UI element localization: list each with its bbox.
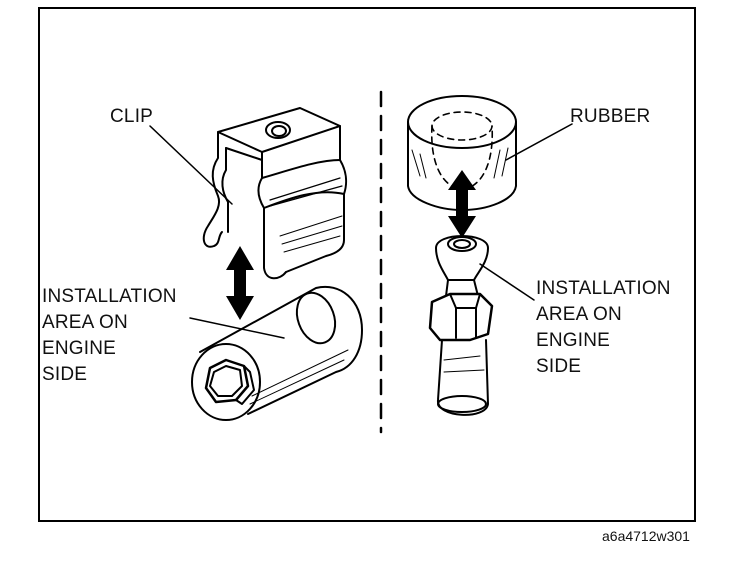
double-arrow-left: [226, 246, 254, 320]
install-left-label: INSTALLATION AREA ON ENGINE SIDE: [42, 286, 177, 385]
ball-stud-part: [428, 235, 494, 416]
cylinder-part: [191, 285, 363, 421]
clip-leader-line: [149, 125, 233, 205]
install-right-leader-line: [479, 263, 535, 301]
double-arrow-right: [448, 170, 476, 238]
rubber-leader-line: [505, 123, 573, 161]
figure-frame: [38, 7, 696, 522]
install-left-leader-line: [189, 317, 285, 339]
clip-label: CLIP: [110, 106, 154, 127]
figure-reference-code: a6a4712w301: [602, 528, 690, 544]
rubber-label: RUBBER: [570, 106, 651, 127]
install-right-label: INSTALLATION AREA ON ENGINE SIDE: [536, 278, 671, 377]
clip-part: [202, 107, 348, 280]
rubber-part: [407, 95, 517, 211]
